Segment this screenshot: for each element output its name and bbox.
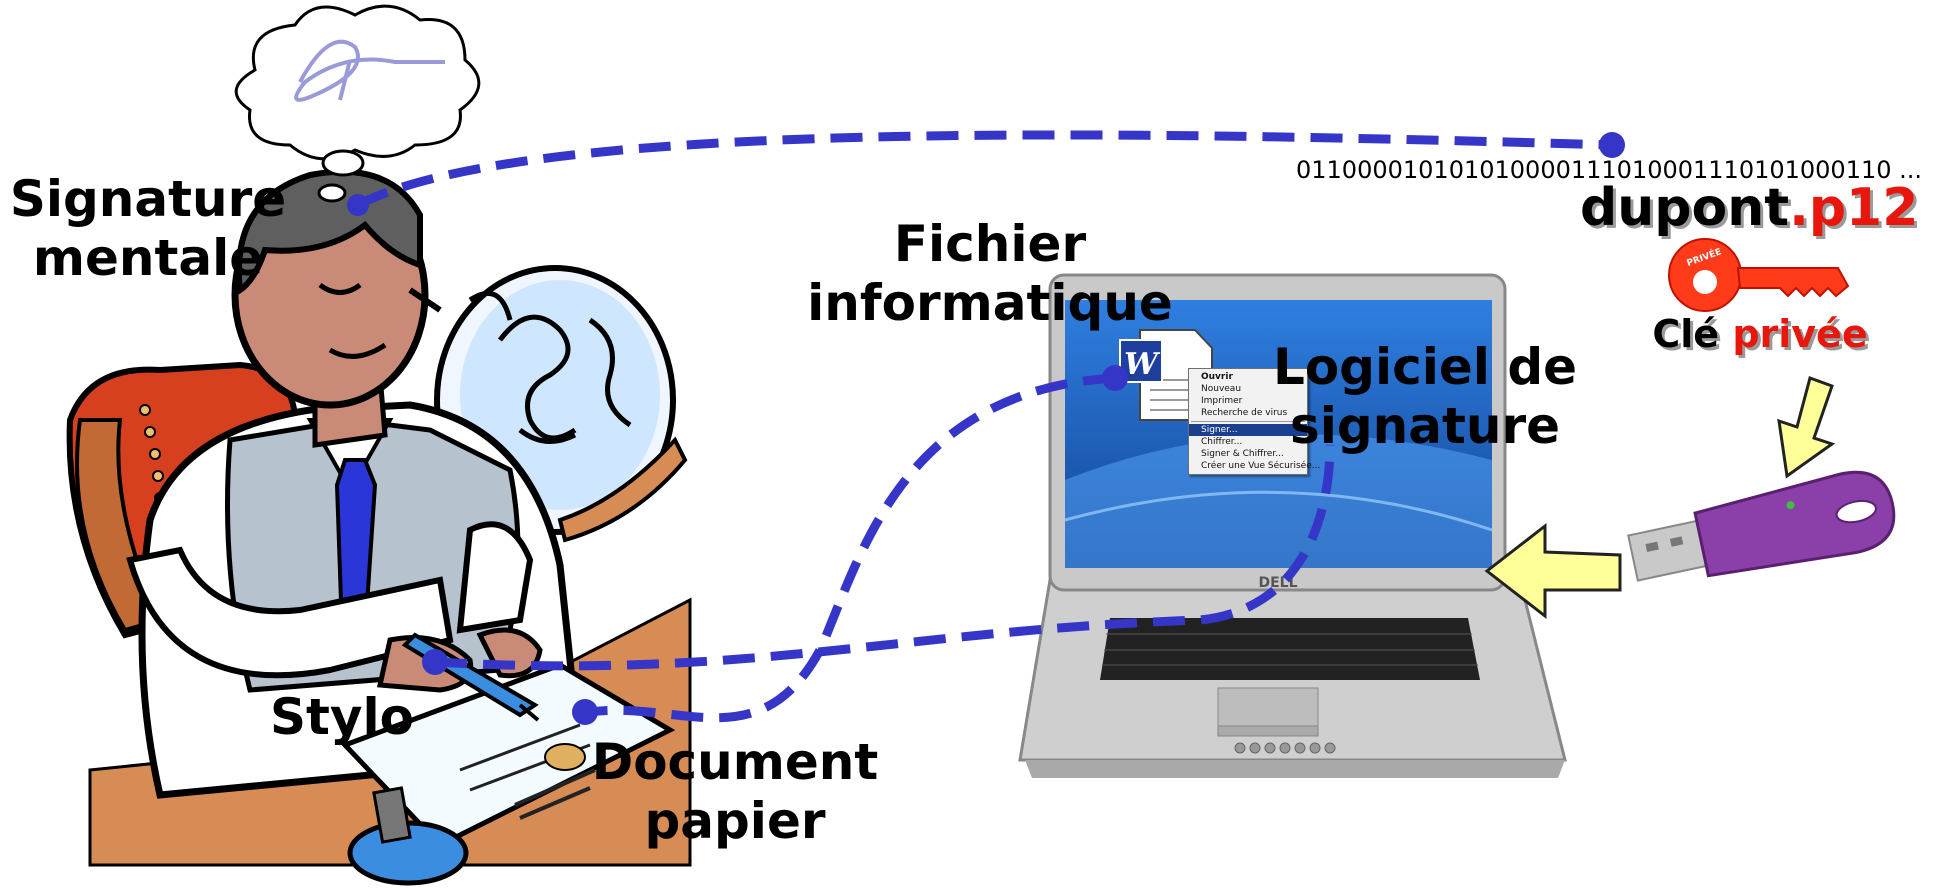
menu-item-sign-encrypt[interactable]: Signer & Chiffrer... [1201,449,1284,459]
dot-paper [572,699,598,725]
signature-scribble [294,39,445,102]
word-icon-letter: W [1124,347,1161,382]
key-filename-ext: .p12 [1789,178,1919,238]
menu-item-sign[interactable]: Signer... [1189,424,1307,436]
menu-item-secure-view[interactable]: Créer une Vue Sécurisée... [1201,461,1321,471]
arrow-down-icon [1777,376,1836,479]
man-head [231,168,442,409]
desk-scene [66,168,692,886]
connector-mental-to-keyfile [355,130,1613,209]
arrow-left-icon [1484,522,1622,620]
connector-file-to-paper [589,373,1116,723]
dot-file [1102,365,1128,391]
label-signing-software: Logiciel de signature [1272,338,1578,455]
touchpad [1217,687,1319,727]
label-mental-signature: Signature mentale [9,170,287,287]
menu-item-new[interactable]: Nouveau [1201,384,1242,394]
dot-pen [422,649,448,675]
connector-pen-to-software [434,444,1335,671]
menu-item-print[interactable]: Imprimer [1201,396,1243,406]
menu-item-virus-scan[interactable]: Recherche de virus [1201,408,1288,418]
context-menu: Ouvrir Nouveau Imprimer Recherche de vir… [1188,368,1321,475]
private-key-word: privée [1732,312,1868,356]
label-private-key: Clé privée [1630,312,1890,357]
binary-string: 011000010101010000111010001110101000110 … [1296,156,1923,184]
dot-keyfile [1599,132,1625,158]
menu-separator [1191,421,1305,422]
label-paper-document: Document papier [591,733,879,850]
pen-holder-icon [347,786,469,886]
key-filename: dupont.p12 [1580,178,1918,239]
connectors [355,130,1613,723]
menu-item-open[interactable]: Ouvrir [1201,372,1233,382]
label-pen: Stylo [270,688,414,746]
label-computer-file: Fichier informatique [807,215,1173,332]
thought-bubble [234,4,481,203]
key-filename-base: dupont [1580,178,1790,238]
connector-dots [347,132,1625,725]
keyboard [1100,618,1480,680]
menu-item-encrypt[interactable]: Chiffrer... [1201,437,1243,447]
usb-key-icon [1627,470,1896,582]
dot-mental [347,194,369,216]
private-key-prefix: Clé [1652,312,1733,356]
private-key-icon: PRIVÉE [1668,238,1850,312]
